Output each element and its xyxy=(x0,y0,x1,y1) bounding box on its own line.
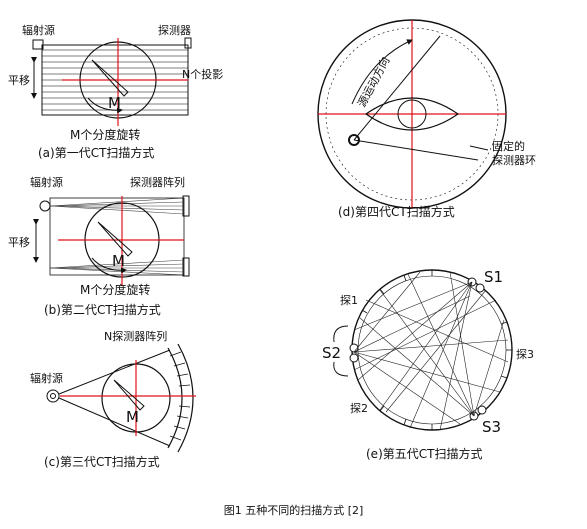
caption-b: (b)第二代CT扫描方式 xyxy=(44,302,161,317)
s1-label: S1 xyxy=(484,268,503,286)
det2-label: 探2 xyxy=(350,402,368,415)
fan-beams-e xyxy=(353,271,509,431)
source-label-a: 辐射源 xyxy=(22,23,55,37)
s2-label: S2 xyxy=(322,344,341,362)
radiation-source-b xyxy=(39,200,51,212)
m-label-c: M xyxy=(126,408,139,426)
m-label-b: M xyxy=(112,252,125,270)
panel-b: 辐射源 探测器阵列 平移 M M个分度旋转 (b)第二代CT扫描方式 xyxy=(8,175,190,317)
caption-a: (a)第一代CT扫描方式 xyxy=(38,145,154,160)
source-label-c: 辐射源 xyxy=(30,371,63,385)
caption-c: (c)第三代CT扫描方式 xyxy=(44,454,160,469)
projection-label-a: N个投影 xyxy=(182,67,223,81)
detector-label-a: 探测器 xyxy=(158,24,191,37)
caption-e: (e)第五代CT扫描方式 xyxy=(366,446,482,461)
pointer-c xyxy=(113,379,145,411)
figure-caption: 图1 五种不同的扫描方式 [2] xyxy=(223,504,364,517)
translate-label-b: 平移 xyxy=(8,236,30,249)
object-eye-d xyxy=(364,97,460,131)
array-label-c: N探测器阵列 xyxy=(104,329,167,343)
m-label-a: M xyxy=(108,94,121,112)
panel-d: 源运动方向 固定的 探测器环 (d)第四代CT扫描方式 xyxy=(317,19,536,219)
panel-e: S1 S2 S3 探1 探3 探2 (e)第五代CT扫描方式 xyxy=(322,268,534,461)
ring-label-1-d: 固定的 xyxy=(492,139,525,153)
panel-c: N探测器阵列 辐射源 M (c)第三代CT扫描方式 xyxy=(30,329,196,469)
det1-label: 探1 xyxy=(340,294,358,307)
fan-beams-b xyxy=(49,197,185,276)
det3-label: 探3 xyxy=(516,348,534,361)
detector-label-b: 探测器阵列 xyxy=(130,175,185,189)
source-label-b: 辐射源 xyxy=(30,175,63,189)
caption-d: (d)第四代CT扫描方式 xyxy=(338,204,455,219)
ring-label-2-d: 探测器环 xyxy=(492,154,536,167)
translate-label-a: 平移 xyxy=(8,74,30,87)
rotate-label-a: M个分度旋转 xyxy=(70,127,140,142)
scan-frame-b xyxy=(49,197,185,276)
detector-array-b-bottom xyxy=(182,257,190,277)
pointer-a xyxy=(91,59,129,97)
s3-label: S3 xyxy=(482,418,501,436)
panel-a: 辐射源 探测器 平移 N个投影 M M个分度旋转 (a)第一代CT扫描方式 xyxy=(8,23,223,160)
pointer-b xyxy=(97,221,133,257)
rotate-label-b: M个分度旋转 xyxy=(80,282,150,297)
